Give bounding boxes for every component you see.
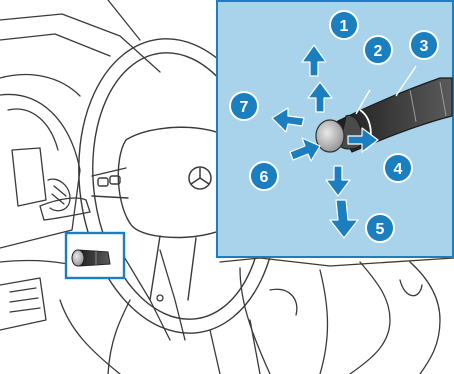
center-console-mid [320,270,328,374]
spoke-button [98,178,108,186]
door-line [0,75,80,96]
callout-label: 1 [340,18,349,35]
detail-inset: 1 2 3 4 5 6 7 [217,1,453,257]
door-pocket [12,148,46,206]
callout-label: 6 [260,169,269,186]
callout-label: 2 [374,43,383,60]
center-console-right [350,262,390,374]
locator-box [66,233,124,278]
steering-wheel-spoke-left-lower [92,196,128,198]
knee-bolster [60,300,120,374]
callout-label: 7 [240,99,249,116]
a-pillar [108,0,140,40]
callout-label: 3 [420,38,429,55]
windshield-frame [0,14,160,72]
callout-7: 7 [230,92,258,120]
callout-5: 5 [366,214,394,242]
pedal-lines [210,320,260,374]
mercedes-star-points [191,168,209,184]
callout-3: 3 [410,31,438,59]
callout-6: 6 [250,162,278,190]
steering-wheel-spoke-bottom-2 [188,238,196,300]
right-vent [400,280,422,296]
center-console-left [240,268,270,374]
combination-switch-cap [72,250,84,266]
right-panel [410,262,440,374]
console-detail [270,289,297,315]
air-vent [48,179,70,211]
steering-wheel-spoke-left [92,168,126,176]
lower-panel [0,278,46,330]
ignition-knob [157,295,163,301]
windshield-frame-inner [0,34,110,56]
callout-2: 2 [364,36,392,64]
callout-label: 4 [394,161,403,178]
door-trim [8,109,58,150]
callout-label: 5 [376,221,385,238]
mercedes-star-logo [189,167,211,189]
combination-switch-icon [72,250,110,266]
switch-end-cap [316,120,344,152]
steering-wheel-spoke-bottom [150,236,160,300]
lower-panel-vent [10,288,40,312]
callout-4: 4 [384,154,412,182]
callout-1: 1 [330,11,358,39]
column-cover [108,300,130,374]
steering-column [120,250,170,340]
